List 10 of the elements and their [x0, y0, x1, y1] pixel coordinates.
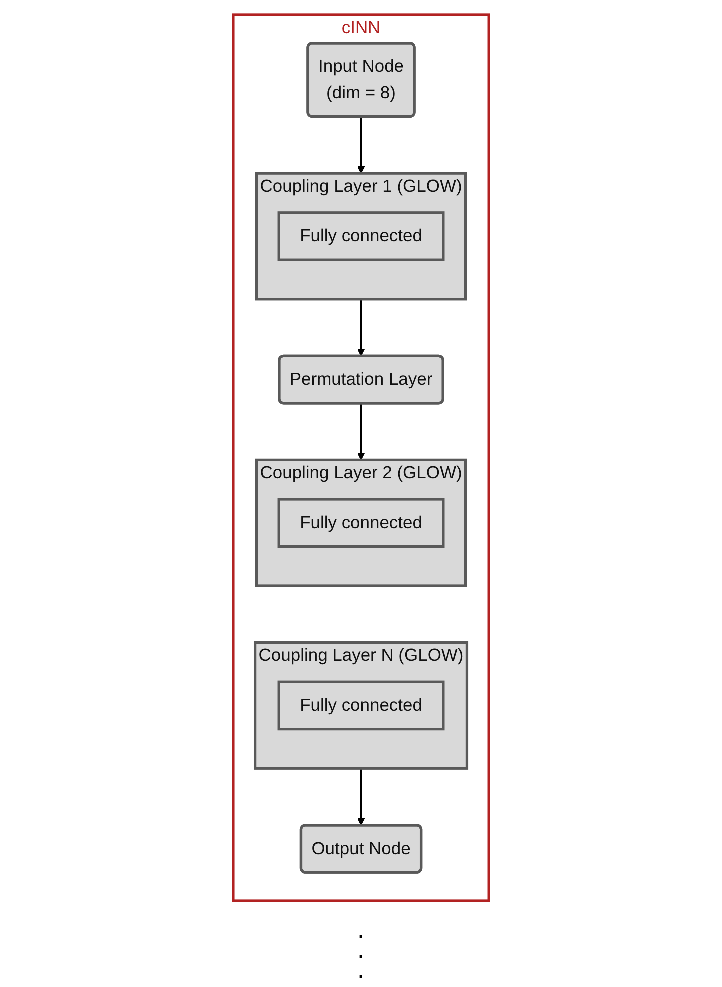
ellipsis-dot: .	[358, 961, 364, 981]
ellipsis-dot: .	[358, 941, 364, 961]
arrow	[357, 298, 365, 356]
arrow	[357, 115, 365, 174]
node-box: Fully connected	[278, 211, 444, 261]
arrow	[357, 767, 365, 826]
node-box: Fully connected	[278, 498, 444, 548]
arrow	[357, 402, 365, 460]
node-box: Fully connected	[278, 680, 444, 730]
ellipsis-dot: .	[358, 921, 364, 941]
